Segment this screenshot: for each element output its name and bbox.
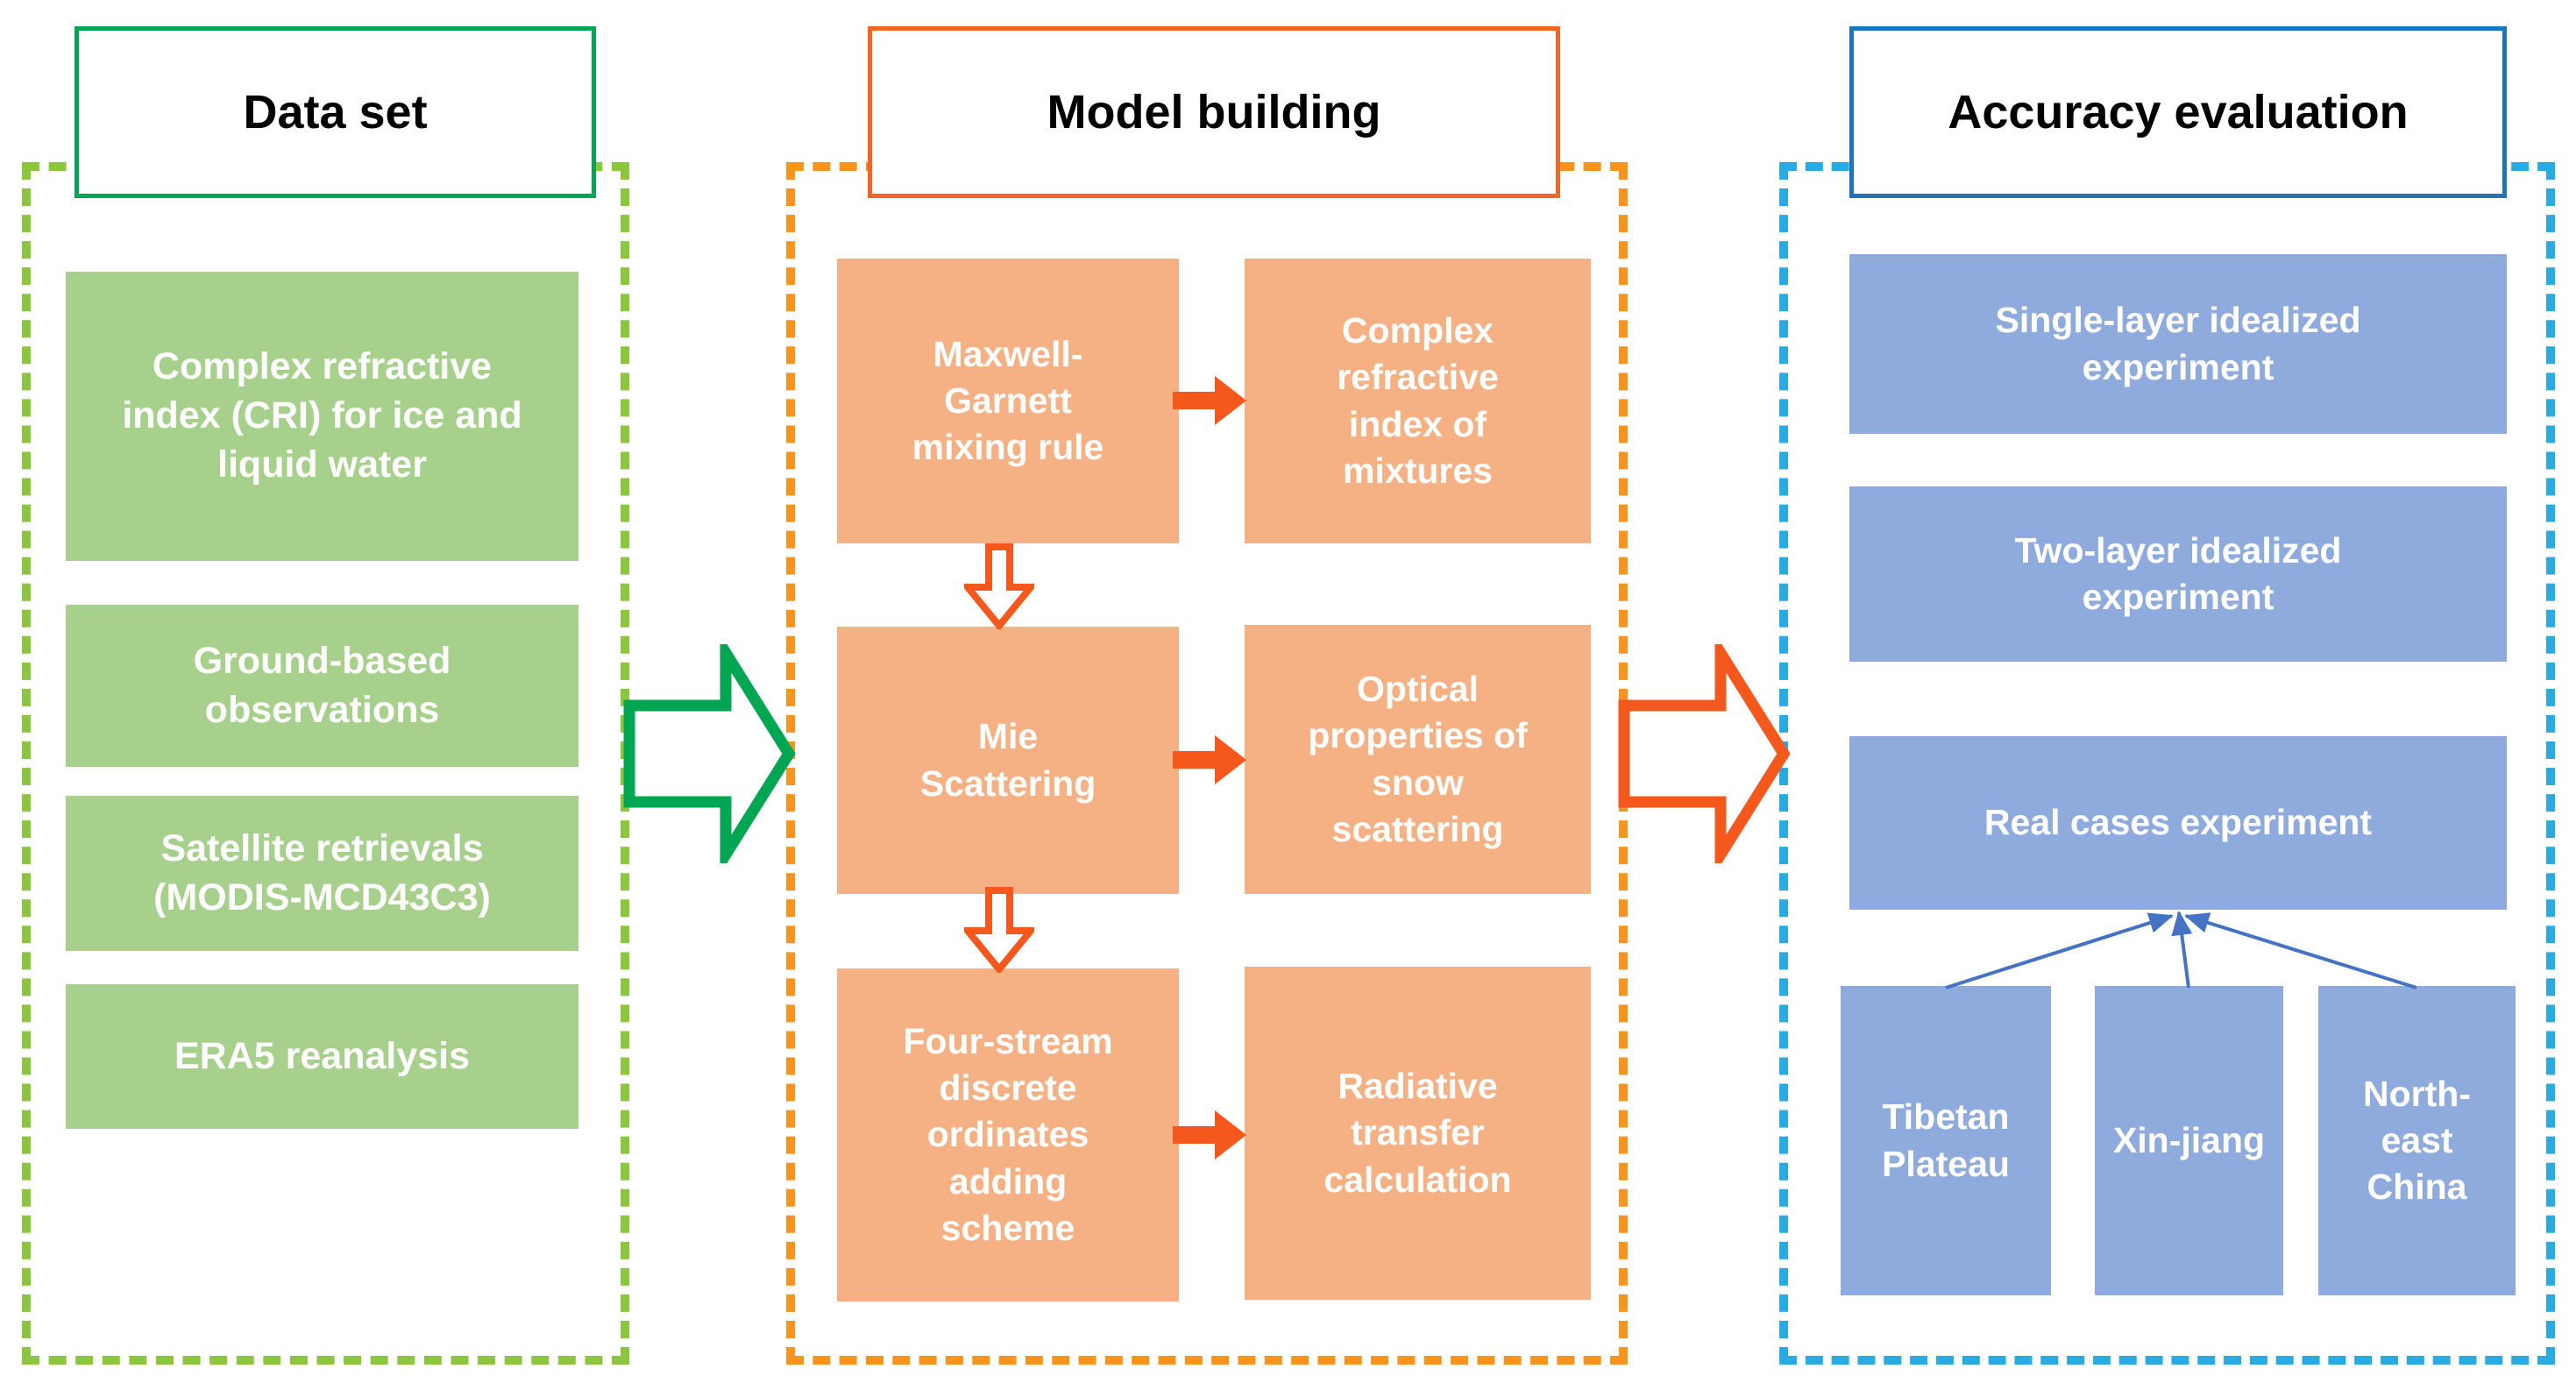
model-box-optical-properties-label: Optical properties of snow scattering bbox=[1308, 668, 1528, 849]
evaluation-box-xinjiang-label: Xin-jiang bbox=[2112, 1119, 2266, 1160]
evaluation-box-single-layer-label: Single-layer idealized experiment bbox=[1995, 300, 2361, 387]
dataset-box-ground-observations: Ground-based observations bbox=[66, 605, 578, 767]
dataset-box-satellite-retrievals: Satellite retrievals (MODIS-MCD43C3) bbox=[66, 796, 578, 951]
evaluation-box-tibetan-plateau-label: Tibetan Plateau bbox=[1882, 1096, 2010, 1184]
model-box-cri-mixtures-label: Complex refractive index of mixtures bbox=[1337, 309, 1499, 491]
model-box-maxwell-garnett-label: Maxwell-Garnett mixing rule bbox=[912, 333, 1104, 468]
dataset-box-satellite-retrievals-label: Satellite retrievals (MODIS-MCD43C3) bbox=[153, 826, 491, 918]
model-box-mie-scattering: Mie Scattering bbox=[837, 627, 1179, 894]
evaluation-box-real-cases-label: Real cases experiment bbox=[1983, 802, 2373, 843]
model-box-radiative-transfer: Radiative transfer calculation bbox=[1245, 967, 1591, 1300]
model-box-optical-properties: Optical properties of snow scattering bbox=[1245, 625, 1591, 894]
evaluation-box-tibetan-plateau: Tibetan Plateau bbox=[1841, 986, 2051, 1295]
evaluation-box-northeast-china: North-east China bbox=[2318, 986, 2516, 1295]
model-box-mie-scattering-label: Mie Scattering bbox=[919, 716, 1096, 804]
dataset-box-cri-label: Complex refractive index (CRI) for ice a… bbox=[122, 345, 522, 486]
evaluation-box-two-layer-label: Two-layer idealized experiment bbox=[2014, 529, 2342, 617]
dataset-box-cri: Complex refractive index (CRI) for ice a… bbox=[66, 272, 578, 561]
dataset-box-ground-observations-label: Ground-based observations bbox=[193, 639, 451, 731]
right-arrow-icon-row1 bbox=[1173, 376, 1246, 425]
model-box-four-stream-label: Four-stream discrete ordinates adding sc… bbox=[903, 1020, 1113, 1248]
model-title-box: Model building bbox=[868, 26, 1560, 198]
model-box-cri-mixtures: Complex refractive index of mixtures bbox=[1245, 259, 1591, 543]
dataset-title: Data set bbox=[243, 86, 428, 138]
evaluation-box-northeast-china-label: North-east China bbox=[2363, 1073, 2471, 1208]
dataset-box-era5: ERA5 reanalysis bbox=[66, 984, 578, 1129]
real-cases-connector-lines bbox=[1945, 911, 2417, 989]
dataset-box-era5-label: ERA5 reanalysis bbox=[174, 1034, 471, 1077]
evaluation-box-two-layer: Two-layer idealized experiment bbox=[1849, 486, 2507, 662]
right-arrow-icon-row2 bbox=[1173, 735, 1246, 784]
dataset-to-model-arrow-icon bbox=[623, 644, 796, 863]
model-title: Model building bbox=[1047, 86, 1381, 138]
model-to-evaluation-arrow-icon bbox=[1618, 644, 1791, 863]
right-arrow-icon-row3 bbox=[1173, 1110, 1246, 1160]
down-arrow-icon-1 bbox=[964, 543, 1034, 629]
model-box-radiative-transfer-label: Radiative transfer calculation bbox=[1323, 1066, 1512, 1200]
evaluation-title: Accuracy evaluation bbox=[1948, 86, 2409, 138]
evaluation-box-single-layer: Single-layer idealized experiment bbox=[1849, 254, 2507, 434]
evaluation-box-xinjiang: Xin-jiang bbox=[2095, 986, 2283, 1295]
down-arrow-icon-2 bbox=[964, 887, 1034, 973]
model-box-four-stream: Four-stream discrete ordinates adding sc… bbox=[837, 968, 1179, 1301]
dataset-title-box: Data set bbox=[75, 26, 596, 198]
evaluation-box-real-cases: Real cases experiment bbox=[1849, 736, 2507, 910]
model-box-maxwell-garnett: Maxwell-Garnett mixing rule bbox=[837, 259, 1179, 543]
evaluation-title-box: Accuracy evaluation bbox=[1849, 26, 2507, 198]
